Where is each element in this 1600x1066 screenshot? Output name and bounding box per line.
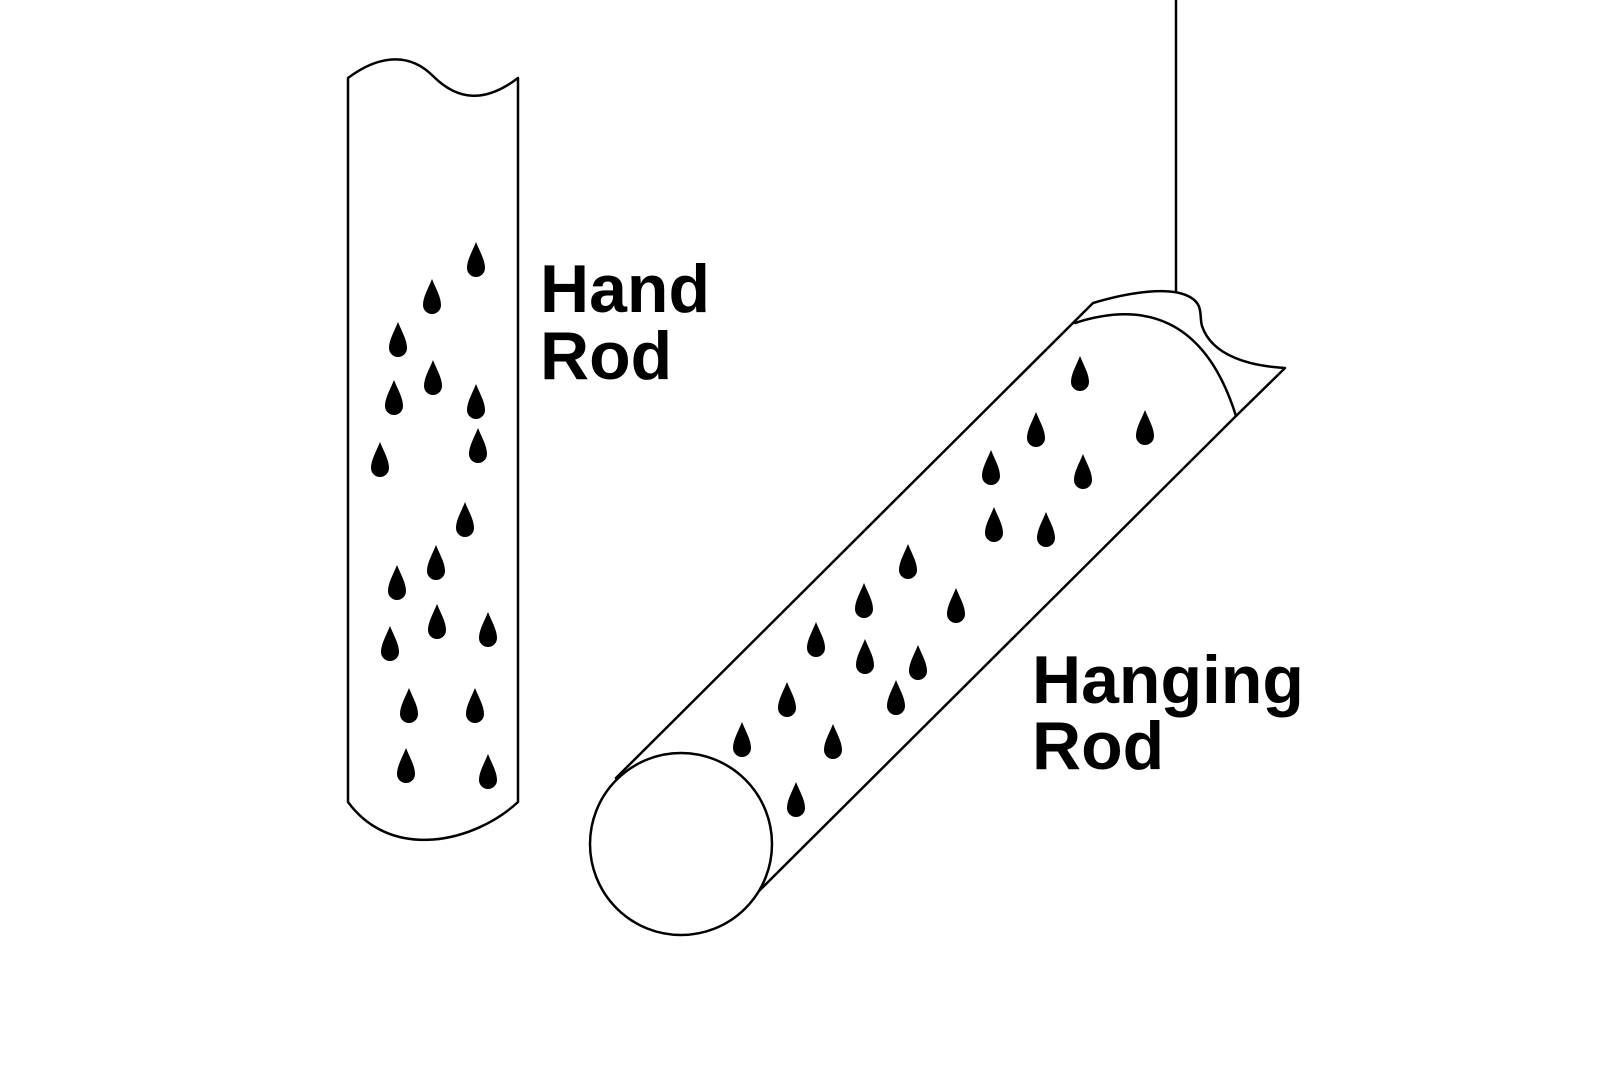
hand-rod-body [346,58,520,842]
hand-rod [346,58,520,842]
hanging-rod-label-line2: Rod [1032,708,1164,784]
hanging-rod-label-line1: Hanging [1032,642,1304,718]
hanging-rod-end-cap [588,751,774,937]
hanging-rod-label: Hanging Rod [1032,642,1323,784]
hand-rod-label-line1: Hand [540,251,710,327]
hanging-rod-top-inner-edge [1073,313,1238,418]
hanging-rod [588,0,1287,937]
hand-rod-label: Hand Rod [540,251,729,394]
hanging-rod-body [614,289,1287,894]
hand-rod-label-line2: Rod [540,318,672,394]
